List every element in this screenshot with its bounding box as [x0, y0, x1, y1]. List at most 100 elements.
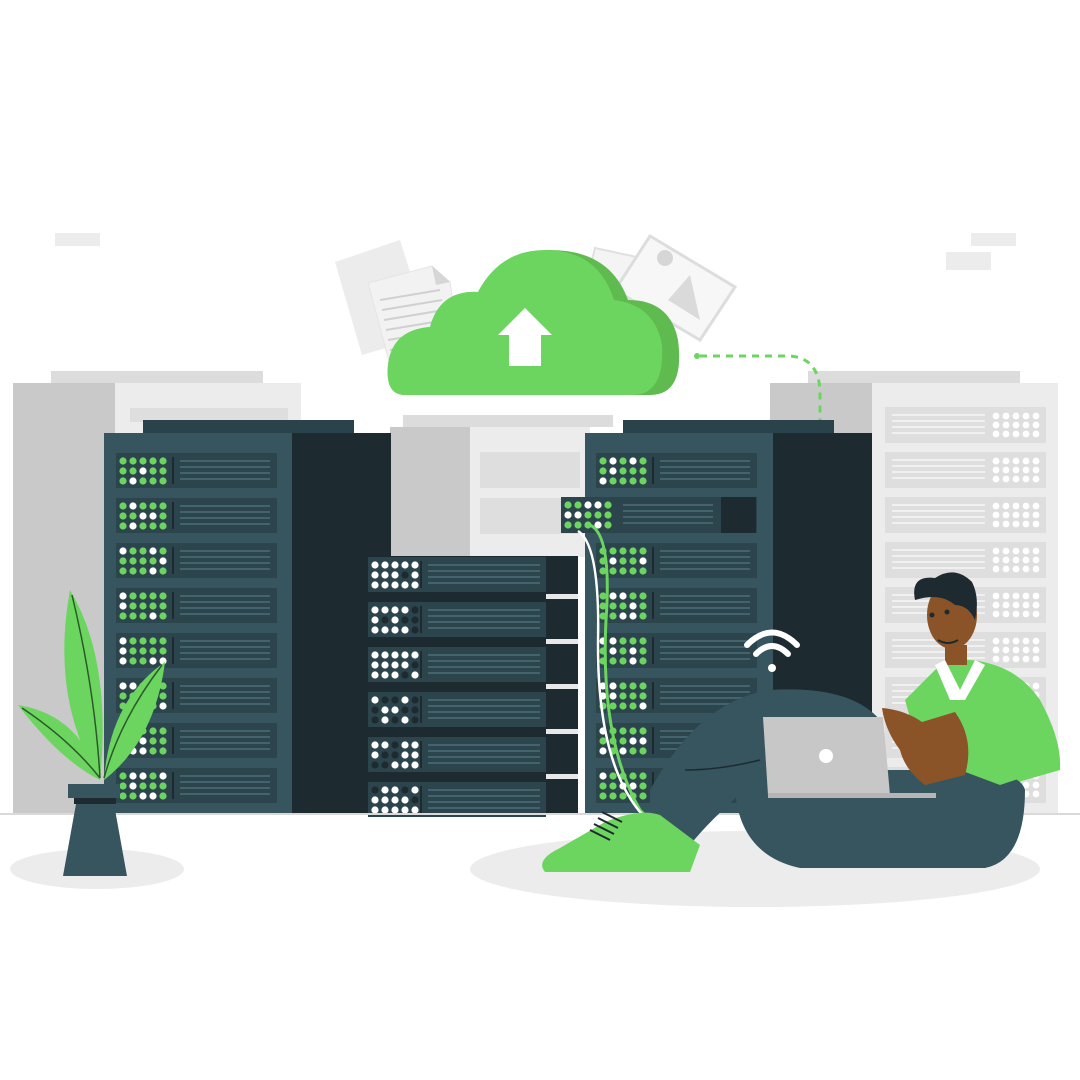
- led-indicator: [639, 682, 647, 690]
- rack-slot: [116, 498, 277, 533]
- led-indicator: [381, 696, 389, 704]
- led-indicator: [584, 511, 592, 519]
- led-indicator: [391, 751, 399, 759]
- rack-slot: [368, 557, 578, 599]
- led-indicator: [371, 651, 379, 659]
- plant-pot: [63, 804, 127, 876]
- led-indicator: [599, 602, 607, 610]
- rack-slot: [116, 633, 277, 668]
- led-indicator: [584, 521, 592, 529]
- led-indicator: [599, 457, 607, 465]
- led-indicator: [391, 571, 399, 579]
- rack-slot: [368, 692, 578, 734]
- led-indicator: [619, 727, 627, 735]
- led-indicator: [149, 502, 157, 510]
- led-indicator: [411, 661, 419, 669]
- led-indicator: [159, 467, 167, 475]
- led-indicator: [129, 602, 137, 610]
- led-indicator: [381, 671, 389, 679]
- led-indicator: [411, 626, 419, 634]
- led-indicator: [159, 647, 167, 655]
- led-indicator: [371, 671, 379, 679]
- led-indicator: [391, 761, 399, 769]
- led-indicator: [594, 501, 602, 509]
- led-indicator: [391, 716, 399, 724]
- led-indicator: [599, 782, 607, 790]
- ghost-rack-middle: [390, 415, 613, 557]
- led-indicator: [129, 512, 137, 520]
- led-indicator: [149, 592, 157, 600]
- led-indicator: [599, 477, 607, 485]
- led-indicator: [391, 651, 399, 659]
- led-indicator: [371, 751, 379, 759]
- led-indicator: [139, 612, 147, 620]
- led-indicator: [129, 647, 137, 655]
- led-indicator: [391, 741, 399, 749]
- led-indicator: [619, 547, 627, 555]
- led-indicator: [119, 557, 127, 565]
- led-indicator: [149, 457, 157, 465]
- led-indicator: [599, 682, 607, 690]
- rack-slot: [116, 768, 277, 803]
- led-indicator: [629, 477, 637, 485]
- led-indicator: [619, 692, 627, 700]
- led-indicator: [129, 772, 137, 780]
- plant-pot-rim: [68, 784, 120, 798]
- led-indicator: [639, 612, 647, 620]
- led-indicator: [371, 716, 379, 724]
- led-indicator: [371, 796, 379, 804]
- led-indicator: [139, 522, 147, 530]
- led-indicator: [381, 751, 389, 759]
- led-indicator: [129, 522, 137, 530]
- upload-cloud: [387, 250, 680, 395]
- led-indicator: [381, 616, 389, 624]
- led-indicator: [629, 637, 637, 645]
- led-indicator: [411, 741, 419, 749]
- led-indicator: [391, 661, 399, 669]
- led-indicator: [599, 772, 607, 780]
- decorative-bars: [55, 233, 1016, 270]
- led-indicator: [391, 786, 399, 794]
- rack-slot: [368, 782, 546, 817]
- led-indicator: [371, 571, 379, 579]
- led-indicator: [401, 671, 409, 679]
- led-indicator: [401, 651, 409, 659]
- led-indicator: [381, 706, 389, 714]
- led-indicator: [119, 782, 127, 790]
- led-indicator: [139, 502, 147, 510]
- led-indicator: [594, 511, 602, 519]
- led-indicator: [619, 747, 627, 755]
- led-indicator: [629, 772, 637, 780]
- led-indicator: [391, 606, 399, 614]
- led-indicator: [564, 521, 572, 529]
- led-indicator: [401, 761, 409, 769]
- led-indicator: [139, 512, 147, 520]
- ghost-rack-slot: [885, 497, 1046, 533]
- ghost-rack-slot: [885, 452, 1046, 488]
- led-indicator: [119, 467, 127, 475]
- led-indicator: [401, 606, 409, 614]
- led-indicator: [139, 657, 147, 665]
- led-indicator: [129, 467, 137, 475]
- led-indicator: [411, 606, 419, 614]
- led-indicator: [629, 727, 637, 735]
- led-indicator: [159, 692, 167, 700]
- led-indicator: [149, 477, 157, 485]
- rack-slot: [116, 588, 277, 623]
- led-indicator: [119, 457, 127, 465]
- led-indicator: [401, 581, 409, 589]
- led-indicator: [639, 592, 647, 600]
- led-indicator: [119, 682, 127, 690]
- led-indicator: [381, 786, 389, 794]
- wifi-icon: [744, 629, 800, 672]
- led-indicator: [639, 557, 647, 565]
- led-indicator: [139, 772, 147, 780]
- led-indicator: [129, 782, 137, 790]
- led-indicator: [411, 716, 419, 724]
- led-indicator: [119, 502, 127, 510]
- rack-slot: [116, 453, 277, 488]
- led-indicator: [574, 521, 582, 529]
- led-indicator: [604, 501, 612, 509]
- led-indicator: [159, 557, 167, 565]
- led-indicator: [629, 647, 637, 655]
